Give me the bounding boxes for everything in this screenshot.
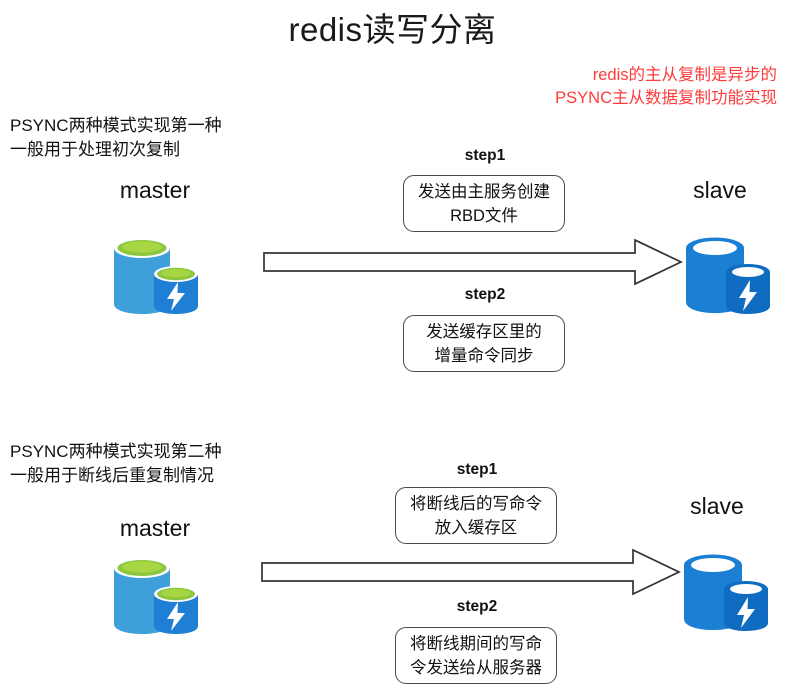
- section-1-step-1-line1: 发送由主服务创建: [418, 182, 550, 201]
- section-1-step-1-caption: step1: [464, 147, 506, 164]
- section-1-step-2-box: 发送缓存区里的 增量命令同步: [403, 315, 565, 372]
- section-1-caption-line2: 一般用于处理初次复制: [10, 140, 180, 159]
- section-1-caption-line1: PSYNC两种模式实现第一种: [10, 116, 222, 135]
- section-1-caption: PSYNC两种模式实现第一种 一般用于处理初次复制: [10, 114, 222, 162]
- section-2-step-1-caption: step1: [456, 461, 498, 478]
- section-2-step-1-line1: 将断线后的写命令: [410, 494, 542, 513]
- section-2-slave-label: slave: [690, 493, 744, 519]
- section-2-caption: PSYNC两种模式实现第二种 一般用于断线后重复制情况: [10, 440, 222, 488]
- section-2-step-2-line2: 令发送给从服务器: [410, 658, 542, 677]
- section-2-step-2-caption: step2: [456, 598, 498, 615]
- section-2-caption-line2: 一般用于断线后重复制情况: [10, 466, 214, 485]
- section-1-step-1-box: 发送由主服务创建 RBD文件: [403, 175, 565, 232]
- section-2-step-1-box: 将断线后的写命令 放入缓存区: [395, 487, 557, 544]
- database-master-icon: [108, 226, 200, 314]
- section-1-slave-label: slave: [693, 177, 747, 203]
- section-2-step-1-line2: 放入缓存区: [434, 518, 518, 537]
- section-1-master-label: master: [119, 177, 191, 203]
- section-2-step-2-line1: 将断线期间的写命: [410, 634, 542, 653]
- section-1-step-2-caption: step2: [464, 286, 506, 303]
- page-title: redis读写分离: [288, 11, 497, 48]
- section-2-master-label: master: [119, 515, 191, 541]
- section-1-step-2-line1: 发送缓存区里的: [426, 322, 542, 341]
- section-1-step-1-line2: RBD文件: [450, 206, 518, 225]
- annotation-note-line1: redis的主从复制是异步的: [592, 66, 777, 84]
- section-2-caption-line1: PSYNC两种模式实现第二种: [10, 442, 222, 461]
- section-1-step-2-line2: 增量命令同步: [434, 346, 534, 365]
- section-2-step-2-box: 将断线期间的写命 令发送给从服务器: [395, 627, 557, 684]
- right-block-arrow-icon: [261, 548, 681, 596]
- database-slave-icon: [682, 228, 772, 314]
- right-block-arrow-icon: [263, 238, 683, 286]
- annotation-note: redis的主从复制是异步的 PSYNC主从数据复制功能实现: [555, 64, 777, 110]
- annotation-note-line2: PSYNC主从数据复制功能实现: [555, 89, 777, 107]
- database-master-icon: [108, 546, 200, 634]
- database-slave-icon: [680, 545, 770, 631]
